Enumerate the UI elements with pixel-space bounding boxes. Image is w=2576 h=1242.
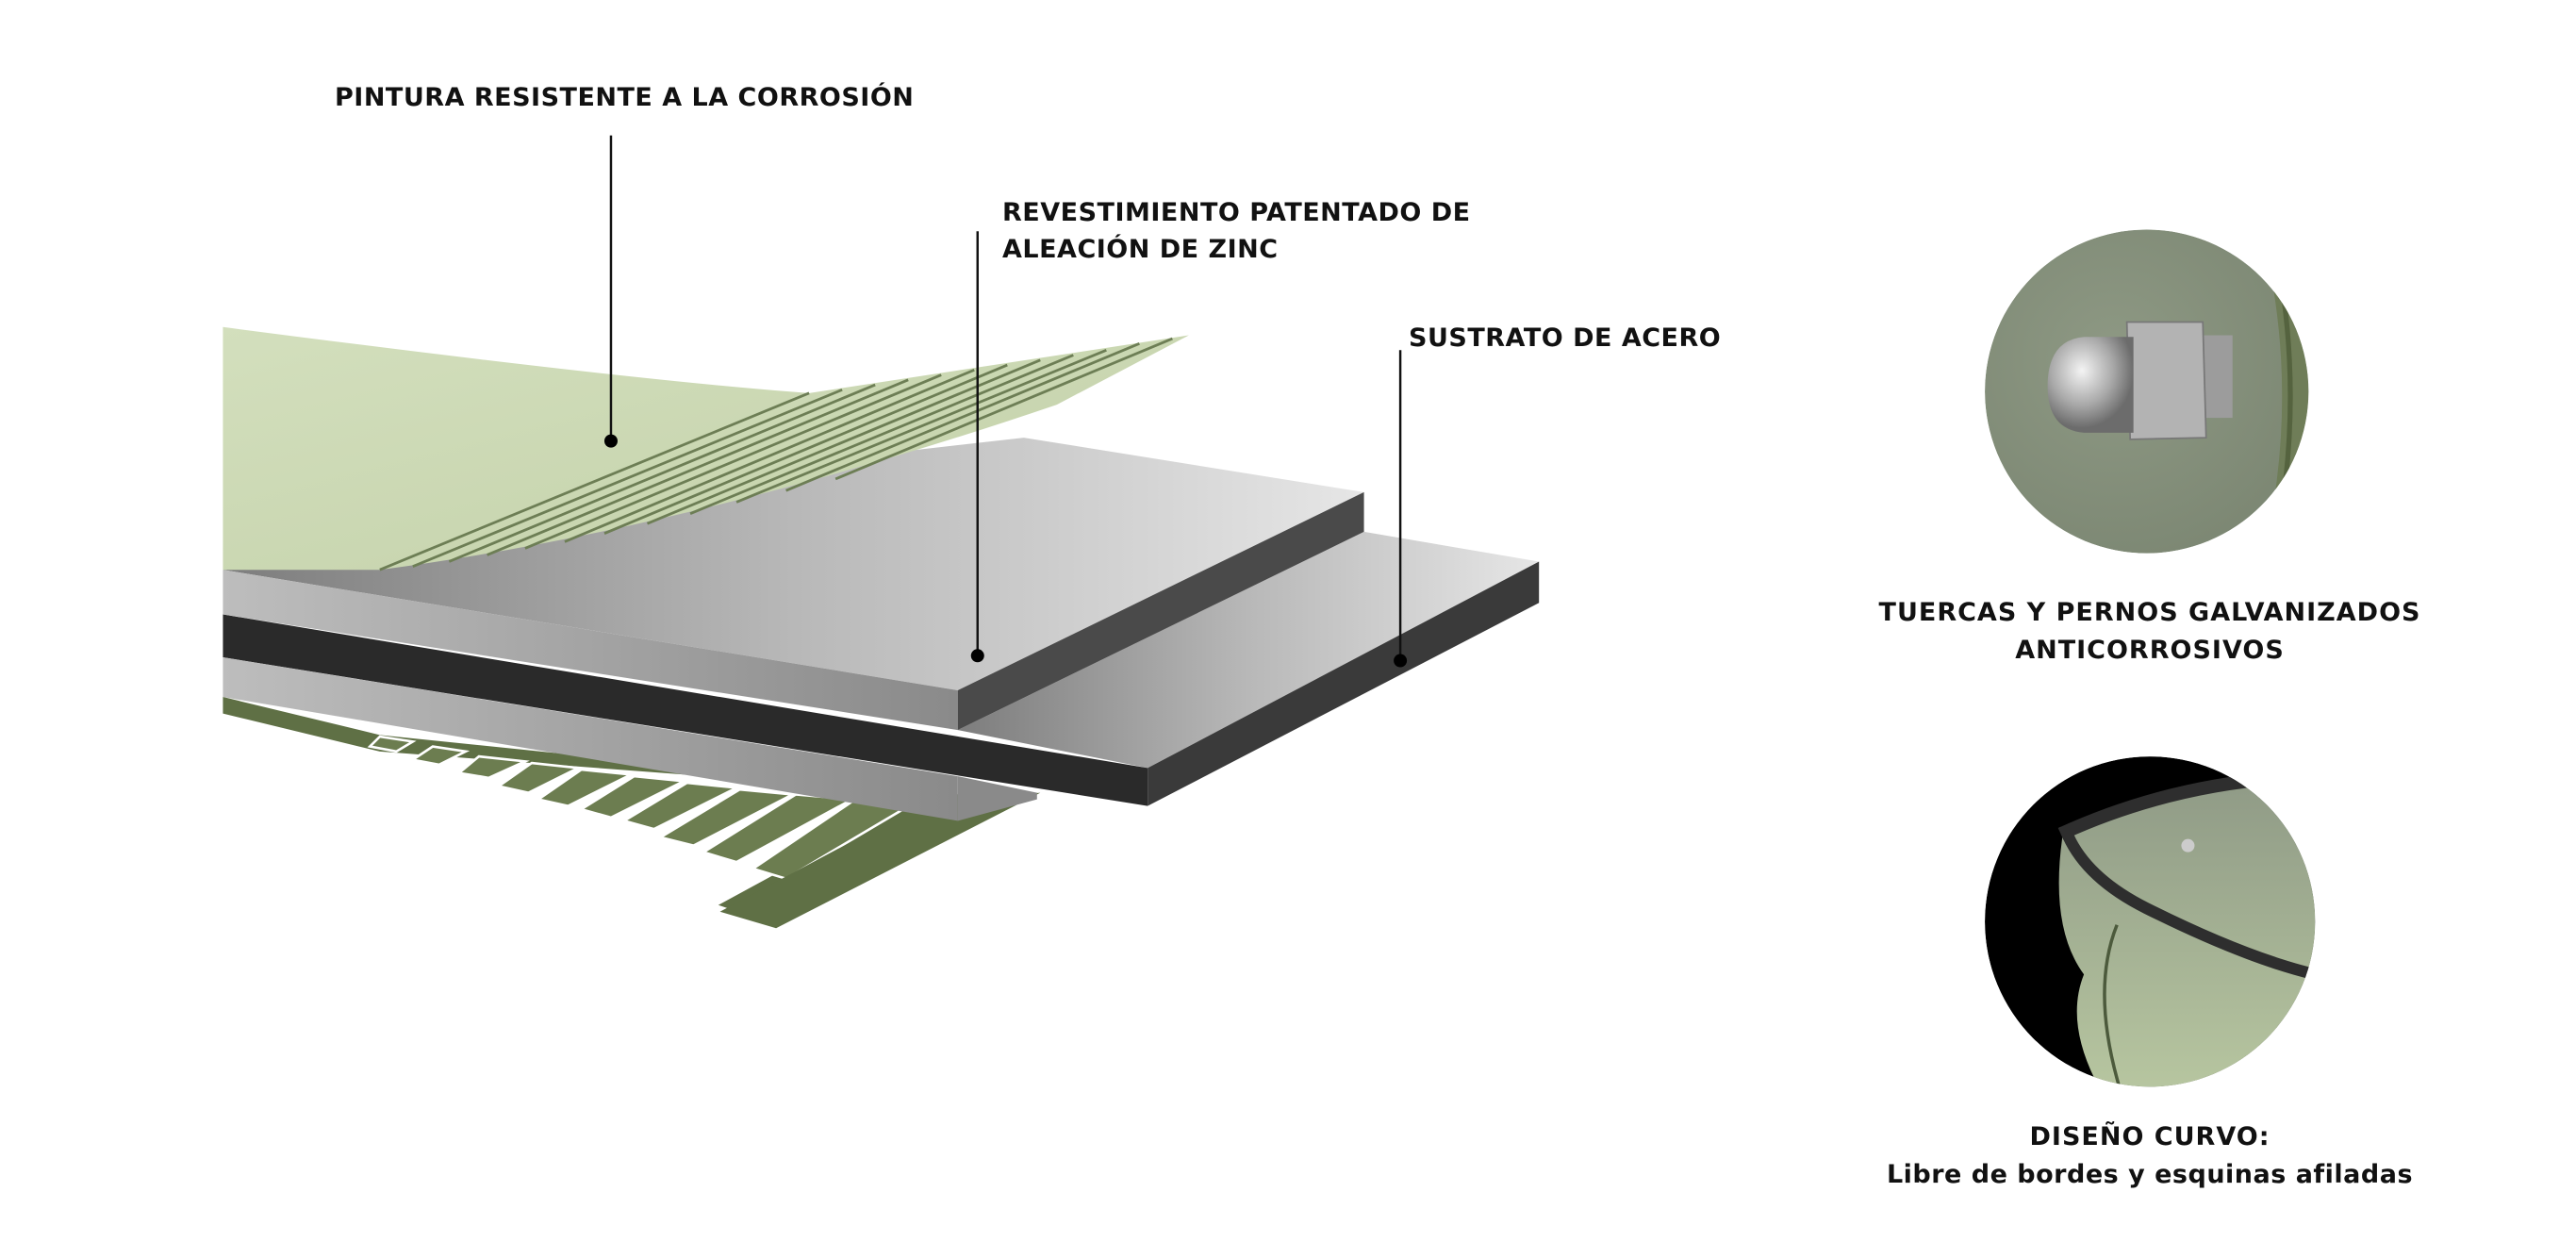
bolts-caption-line2: ANTICORROSIVOS (2015, 636, 2285, 665)
bolt-detail-image (1985, 229, 2309, 554)
zinc-marker-dot (970, 649, 984, 663)
paint-sheet (223, 326, 1189, 571)
bolts-caption-line1: TUERCAS Y PERNOS GALVANIZADOS (1878, 598, 2421, 627)
zinc-coating-plate (223, 438, 1364, 731)
curved-design-subtitle: Libre de bordes y esquinas afiladas (1886, 1160, 2414, 1189)
paint-layer-label: PINTURA RESISTENTE A LA CORROSIÓN (335, 83, 915, 112)
paint-marker-dot (603, 434, 618, 448)
steel-marker-dot (1394, 654, 1408, 668)
curved-design-image (1985, 756, 2316, 1087)
zinc-layer-label-line2: ALEACIÓN DE ZINC (1002, 235, 1279, 264)
bottom-paint-strips (223, 697, 1041, 929)
zinc-layer-label-line1: REVESTIMIENTO PATENTADO DE (1002, 198, 1471, 227)
steel-substrate (223, 531, 1540, 821)
steel-layer-label: SUSTRATO DE ACERO (1409, 323, 1722, 353)
leader-lines (609, 135, 1402, 661)
curved-design-title: DISEÑO CURVO: (2029, 1122, 2271, 1151)
